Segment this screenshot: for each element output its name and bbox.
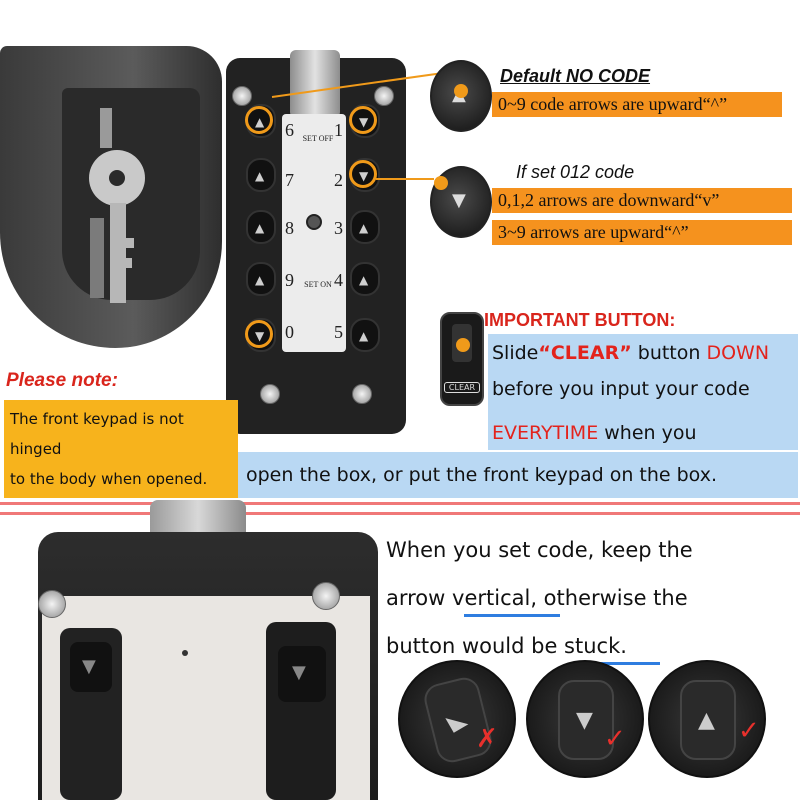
tip-line-2: arrow vertical, otherwise the [386,586,688,610]
orange-dot [456,338,470,352]
arrow-up-icon: ▲ [359,273,369,287]
screw-icon [312,582,340,610]
clear-button-photo: CLEAR [440,312,484,406]
check-mark-icon: ✓ [738,716,760,746]
tip-line-3: button would be stuck. [386,634,627,658]
screw-icon [352,384,372,404]
stuck-underline [596,662,660,665]
wrong-example-circle: ◣ [398,660,516,778]
important-line-2: before you input your code [492,378,750,400]
vertical-underline [464,614,560,617]
divider-stripe [0,512,800,515]
important-line-3: EVERYTIME when you [492,422,697,444]
tip-line-1: When you set code, keep the [386,538,693,562]
important-instructions-box [488,334,798,450]
keypad-number: 8 [285,218,294,238]
note-box: The front keypad is not hinged to the bo… [4,400,238,498]
arrow-down-icon: ▼ [576,708,593,733]
highlight-ring [349,106,377,134]
keypad-button[interactable]: ▲ [350,262,380,296]
correct-example-circle: ▲ [648,660,766,778]
important-line-4: open the box, or put the front keypad on… [246,464,718,486]
pin-hole [182,650,188,656]
arrow-up-icon: ▲ [255,169,265,183]
important-line-1: Slide“CLEAR” button DOWN [492,342,770,364]
arrow-up-icon: ▲ [255,273,265,287]
arrow-down-icon: ▼ [292,662,306,683]
keys-icon [89,108,145,303]
keypad-number: 4 [334,270,343,290]
arrow-down-icon: ▼ [82,656,96,677]
note-line-2: to the body when opened. [10,470,208,488]
keypad-button[interactable]: ▲ [350,210,380,244]
set-on-label: SET ON [304,280,332,289]
button-arrow-photo: ▼ [278,646,326,702]
keypad-number: 9 [285,270,294,290]
keypad-number: 6 [285,120,294,140]
arrow-up-icon: ▲ [698,708,715,733]
arrow-up-icon: ▲ [359,221,369,235]
important-button-title: IMPORTANT BUTTON: [484,310,676,330]
keypad-number: 2 [334,170,343,190]
highlight-ring [245,106,273,134]
clear-label: CLEAR [444,382,480,393]
arrow-up-icon: ▲ [255,221,265,235]
keypad-button[interactable]: ▲ [246,210,276,244]
set-code-title: If set 012 code [516,162,635,182]
check-mark-icon: ✓ [604,724,626,754]
correct-example-circle: ▼ [526,660,644,778]
keypad-number: 5 [334,322,343,342]
orange-dot [434,176,448,190]
arrow-up-icon: ▲ [359,329,369,343]
highlight-ring [349,160,377,188]
keypad-button[interactable]: ▲ [350,318,380,352]
important-line-4-box [238,452,798,498]
keypad-number: 7 [285,170,294,190]
orange-dot [454,84,468,98]
screw-icon [38,590,66,618]
divider-stripe [0,502,800,505]
wrong-mark-icon: ✗ [476,724,498,754]
keypad-number: 3 [334,218,343,238]
note-title: Please note: [6,370,118,391]
keypad-number: 1 [334,120,343,140]
set-off-label: SET OFF [302,134,334,143]
button-arrow-photo: ▼ [70,642,112,692]
arrow-down-icon: ▼ [452,190,466,211]
screw-icon [374,86,394,106]
default-code-line: 0~9 code arrows are upward“^” [492,92,782,117]
highlight-ring [245,320,273,348]
screw-icon [260,384,280,404]
note-line-1: The front keypad is not hinged [10,410,184,458]
set-code-line-2: 3~9 arrows are upward“^” [492,220,792,245]
shackle [290,50,340,118]
set-code-line-1: 0,1,2 arrows are downward“v” [492,188,792,213]
keypad-button[interactable]: ▲ [246,262,276,296]
keypad-label-card [282,114,346,352]
default-code-title: Default NO CODE [500,66,651,86]
callout-line [376,178,434,180]
keypad-button[interactable]: ▲ [246,158,276,192]
keypad-number: 0 [285,322,294,342]
screw-icon [232,86,252,106]
keyhole [306,214,322,230]
